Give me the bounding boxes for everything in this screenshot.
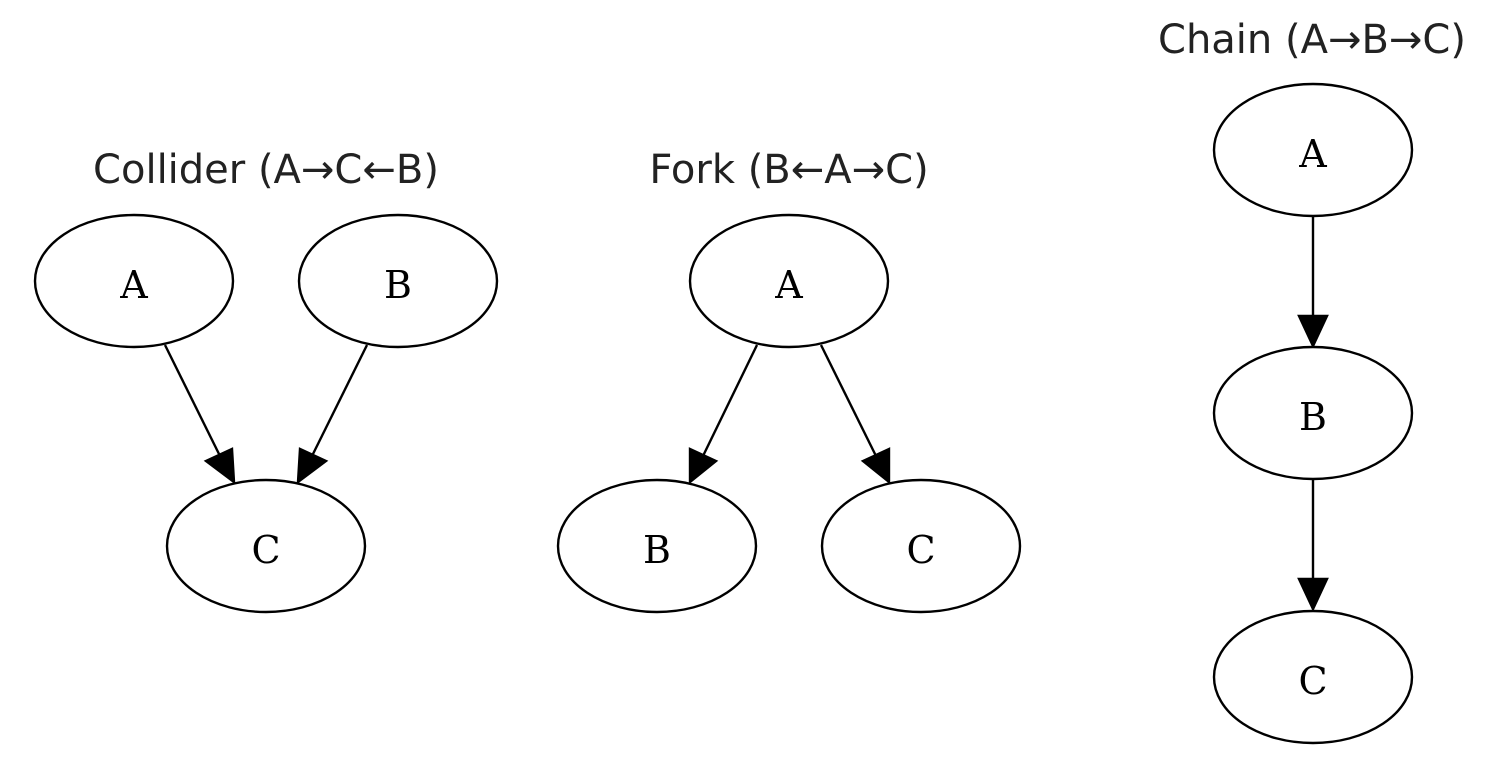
fork-node-c-label: C <box>906 528 935 572</box>
collider-edge-a-c <box>163 344 236 485</box>
fork-diagram: Fork (B←A→C) A B C <box>556 147 1022 614</box>
chain-diagram: Chain (A→B→C) A B C <box>1158 17 1466 745</box>
collider-node-c-label: C <box>251 528 280 572</box>
chain-edge-a-b <box>1297 216 1329 349</box>
collider-node-a-label: A <box>119 263 148 307</box>
collider-node-c: C <box>165 478 367 614</box>
chain-node-b-label: B <box>1299 395 1327 439</box>
fork-node-a: A <box>688 213 890 349</box>
chain-node-b: B <box>1212 345 1414 481</box>
chain-node-c: C <box>1212 609 1414 745</box>
fork-edge-a-c <box>819 344 891 485</box>
fork-title: Fork (B←A→C) <box>649 147 928 193</box>
collider-node-a: A <box>33 213 235 349</box>
fork-node-c: C <box>820 478 1022 614</box>
collider-title: Collider (A→C←B) <box>93 147 439 193</box>
chain-node-a-label: A <box>1298 132 1327 176</box>
fork-node-b: B <box>556 478 758 614</box>
fork-node-a-label: A <box>774 263 803 307</box>
collider-node-b: B <box>297 213 499 349</box>
collider-edge-b-c <box>296 344 369 485</box>
chain-edge-b-c <box>1297 479 1329 612</box>
fork-edge-a-b <box>688 344 759 485</box>
chain-title: Chain (A→B→C) <box>1158 17 1466 63</box>
chain-node-a: A <box>1212 82 1414 218</box>
fork-node-b-label: B <box>643 528 671 572</box>
chain-node-c-label: C <box>1298 659 1327 703</box>
collider-node-b-label: B <box>384 263 412 307</box>
collider-diagram: Collider (A→C←B) A B C <box>33 147 499 614</box>
